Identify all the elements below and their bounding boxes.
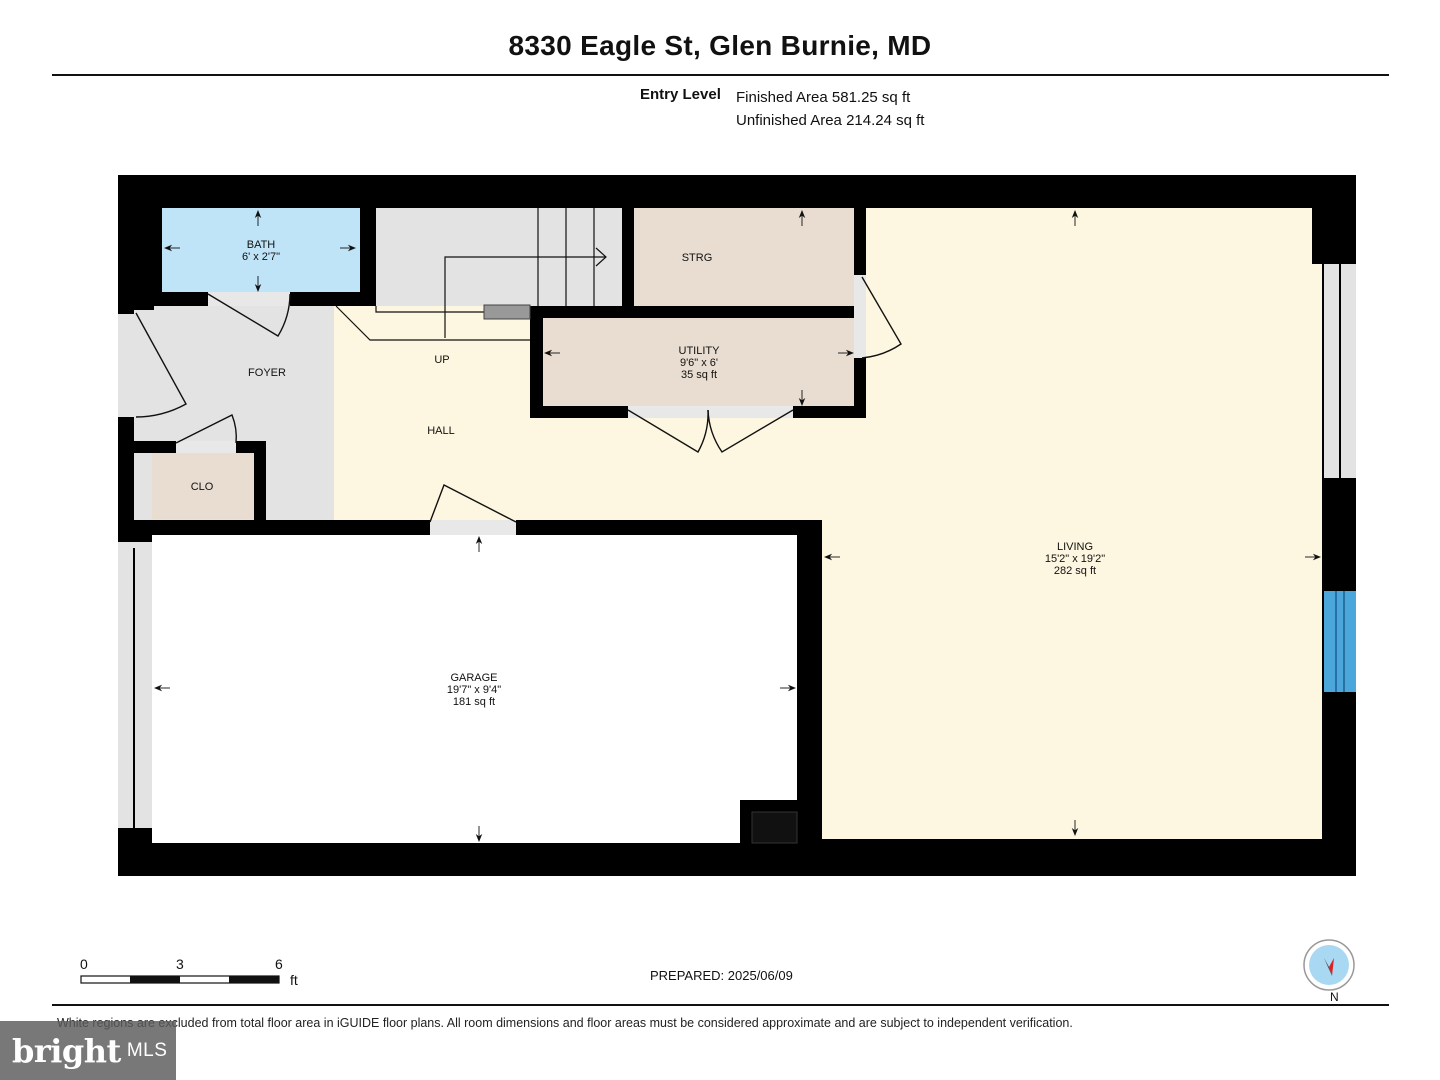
garage-door-opening: [430, 520, 516, 535]
wall: [360, 208, 376, 306]
hall-label: HALL: [427, 425, 455, 437]
title-rule: [52, 74, 1389, 76]
strg-label: STRG: [682, 252, 713, 264]
entry-door-opening: [118, 314, 154, 417]
wall: [254, 441, 266, 520]
wall: [1312, 175, 1356, 264]
strg-room: [634, 208, 854, 306]
dimension-arrows: [153, 209, 1322, 843]
utility-room: [543, 318, 855, 406]
utility-area: 35 sq ft: [681, 369, 717, 381]
bath-dims: 6' x 2'7": [242, 251, 280, 263]
bath-label: BATH: [247, 239, 276, 251]
foyer-label: FOYER: [248, 367, 286, 379]
utility-label: UTILITY: [679, 345, 721, 357]
page-title: 8330 Eagle St, Glen Burnie, MD: [508, 30, 932, 61]
scale-tick-0: 0: [80, 956, 88, 972]
utility-door-opening: [628, 406, 793, 418]
utility-dims: 9'6" x 6': [680, 357, 718, 369]
scale-unit: ft: [290, 972, 298, 988]
area-summary: Finished Area 581.25 sq ft Unfinished Ar…: [736, 86, 924, 132]
clo-door-opening: [176, 441, 236, 453]
logo-word: bright: [12, 1031, 121, 1070]
door-swings: [135, 276, 902, 523]
wall: [530, 306, 543, 418]
finished-area: Finished Area 581.25 sq ft: [736, 89, 911, 106]
disclaimer: White regions are excluded from total fl…: [57, 1016, 1073, 1030]
prepared-date: PREPARED: 2025/06/09: [650, 968, 793, 983]
scale-bar: [80, 975, 280, 984]
garage-room: [152, 535, 797, 843]
hall-extension: [530, 418, 855, 520]
living-upper: [866, 208, 1312, 264]
wall: [530, 306, 762, 318]
living-dims: 15'2" x 19'2": [1045, 553, 1105, 565]
living-area: 282 sq ft: [1054, 565, 1096, 577]
compass-icon: [1302, 938, 1356, 992]
bright-mls-logo: bright MLS: [0, 1021, 176, 1080]
floor-drain: [751, 811, 798, 844]
wall: [118, 300, 154, 310]
living-label: LIVING: [1057, 541, 1093, 553]
up-label: UP: [434, 354, 449, 366]
level-name: Entry Level: [640, 86, 721, 103]
stair-railing: [483, 304, 531, 320]
logo-suffix: MLS: [126, 1039, 168, 1061]
bath-door-opening: [208, 292, 290, 306]
clo-label: CLO: [191, 481, 214, 493]
hall-to-living: [822, 406, 862, 520]
stairs: [335, 208, 607, 341]
scale-tick-6: 6: [275, 956, 283, 972]
unfinished-area: Unfinished Area 214.24 sq ft: [736, 112, 925, 129]
clo-room: [152, 453, 254, 519]
garage-dims: 19'7" x 9'4": [447, 684, 501, 696]
garage-label: GARAGE: [450, 672, 497, 684]
bath-room: [162, 208, 360, 292]
window: [1324, 591, 1356, 692]
living-room: [855, 264, 1322, 839]
wall: [622, 208, 634, 306]
wall: [854, 208, 866, 275]
hall-room: [334, 306, 530, 520]
garage-area: 181 sq ft: [453, 696, 495, 708]
living-left-strip: [822, 520, 862, 839]
wall: [797, 520, 822, 843]
strg-door-opening: [854, 275, 866, 358]
compass-north-label: N: [1330, 990, 1339, 1004]
scale-tick-3: 3: [176, 956, 184, 972]
footer-rule: [52, 1004, 1389, 1006]
wall: [854, 358, 866, 418]
